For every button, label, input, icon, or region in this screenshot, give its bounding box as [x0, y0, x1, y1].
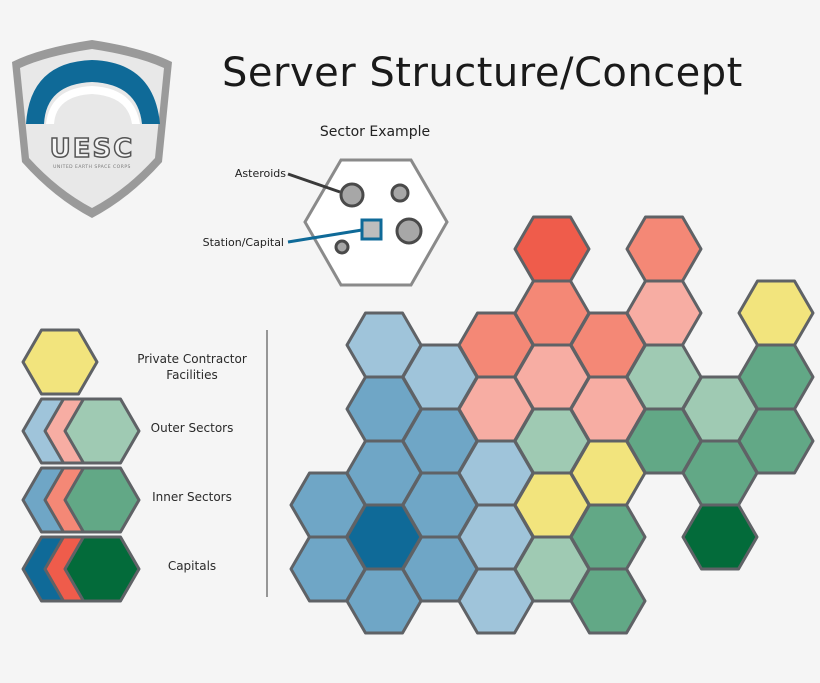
hex-cell-capital: [513, 215, 591, 283]
asteroid: [395, 217, 423, 245]
station-capital-label: Station/Capital: [203, 236, 284, 249]
station-pointer: [287, 228, 363, 244]
uesc-logo: UESC UNITED EARTH SPACE CORPS: [12, 40, 172, 218]
legend-swatch-capital: [21, 535, 141, 603]
station-capital-square: [360, 218, 383, 241]
legend-swatch-outer-front: [63, 397, 141, 465]
legend-label-private: Private Contractor Facilities: [124, 351, 260, 383]
sector-example-heading: Sector Example: [320, 124, 430, 140]
logo-subtitle: UNITED EARTH SPACE CORPS: [53, 164, 131, 170]
legend-label-line: Private Contractor: [137, 352, 247, 366]
sector-example: Sector Example Asteroids Station/Capital: [203, 124, 449, 287]
hex-cell-inner: [625, 215, 703, 283]
legend-swatch-private: [21, 328, 99, 396]
legend-swatch-outer: [21, 397, 141, 465]
legend-swatch-inner: [21, 466, 141, 534]
asteroids-label: Asteroids: [235, 167, 286, 180]
hex-cell-capital: [681, 503, 759, 571]
legend-swatch-inner-front: [63, 466, 141, 534]
logo-text: UESC: [50, 134, 135, 164]
hex-map: [289, 215, 815, 635]
page-title: Server Structure/Concept: [222, 50, 743, 96]
asteroid: [390, 183, 410, 203]
asteroid: [334, 239, 350, 255]
logo-arc-inner: [46, 86, 140, 124]
legend-label-inner: Inner Sectors: [152, 490, 232, 504]
asteroid: [339, 182, 365, 208]
legend-label-capital: Capitals: [167, 559, 217, 573]
legend-label-outer: Outer Sectors: [150, 421, 234, 435]
logo-arc: [26, 60, 160, 124]
legend-swatch-capital-front: [63, 535, 141, 603]
legend-label-line: Facilities: [166, 368, 218, 382]
legend-swatches: [21, 328, 141, 603]
asteroids-pointer: [287, 172, 341, 194]
hex-cell-private: [737, 279, 815, 347]
